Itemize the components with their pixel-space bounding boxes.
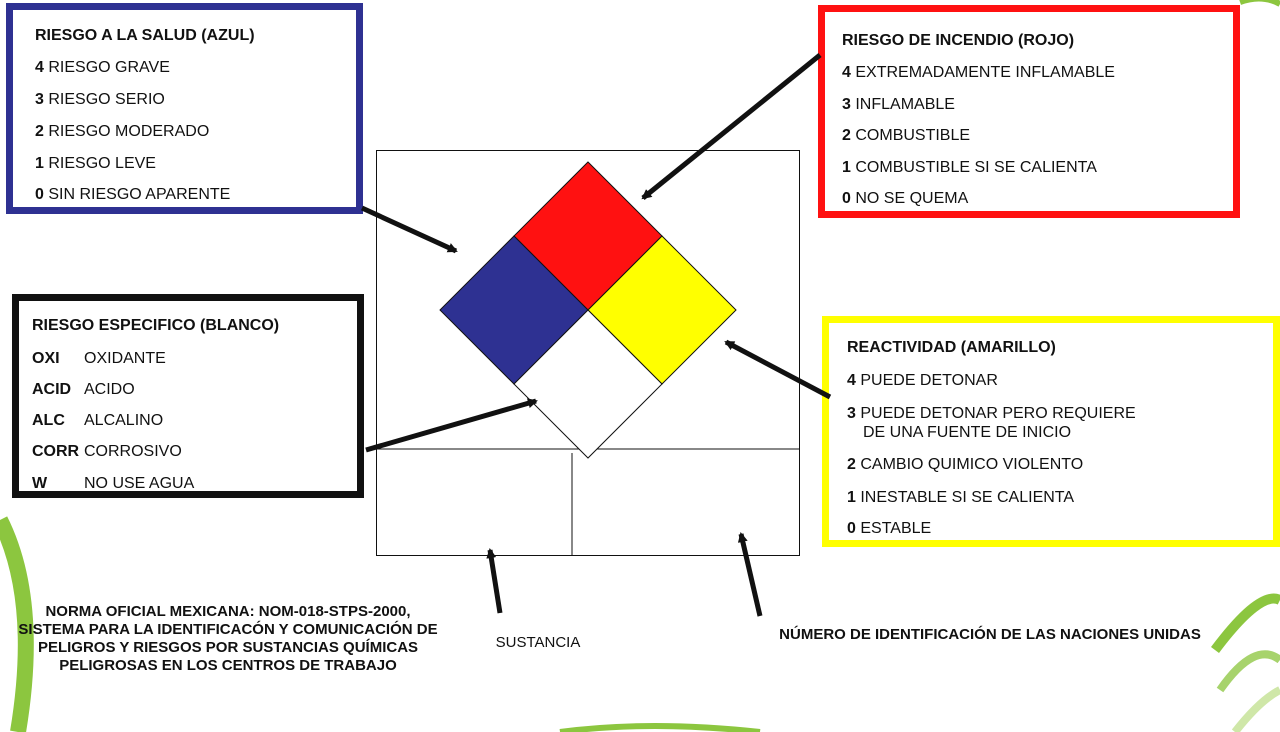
- norm-caption: NORMA OFICIAL MEXICANA: NOM-018-STPS-200…: [18, 603, 438, 674]
- health-item: 4 RIESGO GRAVE: [35, 59, 170, 76]
- reactivity-item: 0 ESTABLE: [847, 520, 932, 537]
- bottom-right-green-swoosh-3: [1231, 686, 1280, 732]
- fire-item: 0 NO SE QUEMA: [842, 190, 969, 207]
- reactivity-item: 2 CAMBIO QUIMICO VIOLENTO: [847, 456, 1084, 473]
- reactivity-hazard-legend: REACTIVIDAD (AMARILLO) 4 PUEDE DETONAR 3…: [822, 316, 1280, 547]
- reactivity-item: 4 PUEDE DETONAR: [847, 372, 998, 389]
- reactivity-legend-title: REACTIVIDAD (AMARILLO): [847, 339, 1056, 356]
- specific-legend-title: RIESGO ESPECIFICO (BLANCO): [32, 317, 280, 334]
- fire-item: 1 COMBUSTIBLE SI SE CALIENTA: [842, 159, 1097, 176]
- reactivity-item: 3 PUEDE DETONAR PERO REQUIERE: [847, 405, 1136, 422]
- reactivity-item-continuation: DE UNA FUENTE DE INICIO: [863, 424, 1072, 441]
- left-green-arc: [0, 516, 34, 732]
- arrow-un-number: [737, 532, 763, 617]
- health-item: 1 RIESGO LEVE: [35, 155, 156, 172]
- un-number-caption: NÚMERO DE IDENTIFICACIÓN DE LAS NACIONES…: [779, 626, 1201, 643]
- fire-item: 4 EXTREMADAMENTE INFLAMABLE: [842, 64, 1115, 81]
- top-right-green-arc: [1239, 0, 1280, 7]
- fire-hazard-legend: RIESGO DE INCENDIO (ROJO) 4 EXTREMADAMEN…: [818, 5, 1240, 218]
- health-hazard-legend: RIESGO A LA SALUD (AZUL) 4 RIESGO GRAVE …: [6, 3, 363, 214]
- bottom-right-green-swoosh-2: [1216, 650, 1280, 693]
- reactivity-item: 1 INESTABLE SI SE CALIENTA: [847, 489, 1075, 506]
- substance-caption: SUSTANCIA: [495, 634, 581, 651]
- arrow-fire: [641, 53, 822, 200]
- fire-legend-title: RIESGO DE INCENDIO (ROJO): [842, 32, 1075, 49]
- hazard-label-frame: [376, 150, 800, 556]
- arrow-reactivity: [724, 339, 832, 400]
- health-item: 0 SIN RIESGO APARENTE: [35, 186, 231, 203]
- bottom-green-arc: [559, 723, 761, 732]
- health-legend-title: RIESGO A LA SALUD (AZUL): [35, 27, 255, 44]
- fire-item: 2 COMBUSTIBLE: [842, 127, 971, 144]
- bottom-right-green-swoosh-1: [1211, 593, 1280, 654]
- health-item: 2 RIESGO MODERADO: [35, 123, 210, 140]
- specific-quadrant-white: [513, 309, 663, 459]
- health-item: 3 RIESGO SERIO: [35, 91, 165, 108]
- arrow-health: [360, 205, 458, 254]
- arrow-specific: [365, 398, 538, 453]
- fire-item: 3 INFLAMABLE: [842, 96, 955, 113]
- arrow-sustancia: [486, 548, 503, 614]
